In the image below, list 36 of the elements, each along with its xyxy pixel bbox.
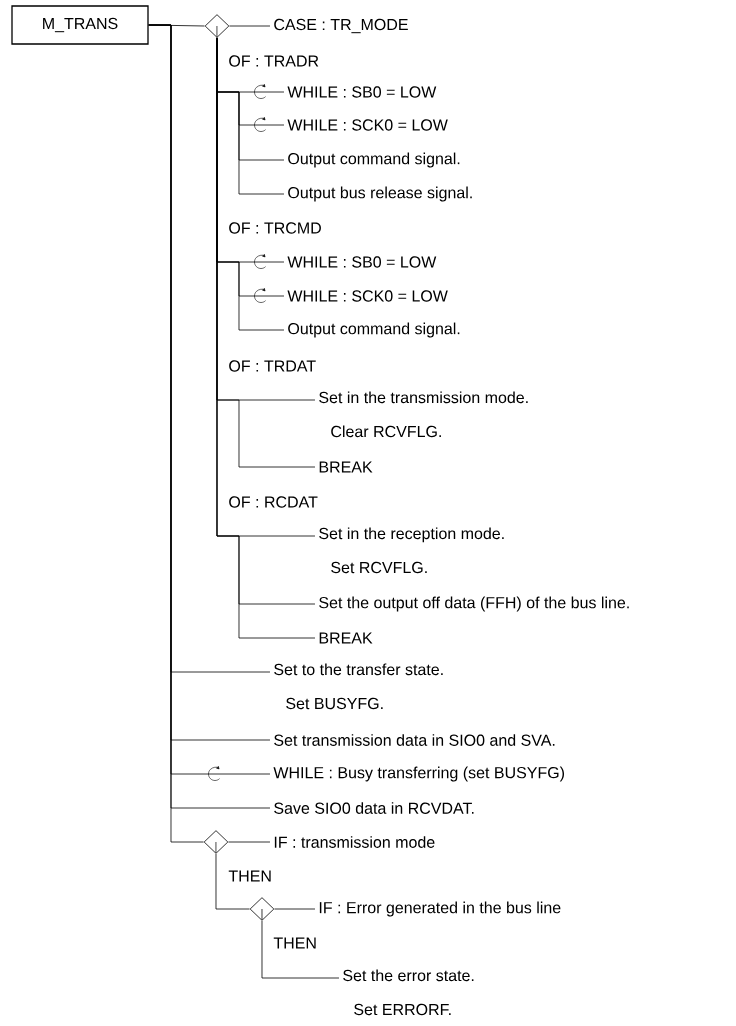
connector-line <box>228 841 271 843</box>
branch-label: THEN <box>228 870 271 882</box>
branch-label: OF : TRADR <box>229 55 319 67</box>
branch-label: OF : TRDAT <box>229 360 316 372</box>
statement-text: Set transmission data in SIO0 and SVA. <box>274 734 555 746</box>
statement-text: IF : transmission mode <box>274 836 435 848</box>
statement-text: IF : Error generated in the bus line <box>319 901 561 917</box>
statement-text: Set in the reception mode. Set RCVFLG. <box>319 527 504 574</box>
statement-text: Save SIO0 data in RCVDAT. <box>274 802 474 814</box>
statement-text: Set the output off data (FFH) of the bus line. <box>319 596 629 612</box>
statement-text: Set the error state. Set ERRORF. <box>343 969 474 1016</box>
module-box: M_TRANS <box>11 5 149 45</box>
branch-diamond <box>249 897 275 921</box>
branch-label: OF : RCDAT <box>229 496 318 508</box>
statement-text: Output command signal. <box>288 152 460 168</box>
statement-text: WHILE : SCK0 = LOW <box>287 119 448 131</box>
statement-text: Set in the transmission mode. Clear RCVFLG. <box>319 391 528 438</box>
statement-text: Output bus release signal. <box>288 186 472 202</box>
branch-diamond <box>203 830 229 854</box>
statement-text: WHILE : SB0 = LOW <box>287 86 437 98</box>
statement-text: WHILE : Busy transferring (set BUSYFG) <box>273 766 564 782</box>
connector-line <box>229 25 271 27</box>
connector-line <box>261 920 340 979</box>
connector-line <box>148 24 204 843</box>
connector-line <box>215 853 250 910</box>
branch-label: THEN <box>273 937 316 949</box>
statement-text: BREAK <box>319 461 373 473</box>
statement-text: BREAK <box>319 632 373 644</box>
statement-text: Set to the transfer state. Set BUSYFG. <box>274 663 443 710</box>
statement-text: CASE : TR_MODE <box>274 18 408 34</box>
statement-text: Output command signal. <box>288 322 460 338</box>
branch-label: OF : TRCMD <box>229 222 321 234</box>
connector-line <box>274 908 316 910</box>
branch-diamond <box>204 14 230 38</box>
statement-text: WHILE : SB0 = LOW <box>287 256 437 268</box>
statement-text: WHILE : SCK0 = LOW <box>287 290 448 302</box>
